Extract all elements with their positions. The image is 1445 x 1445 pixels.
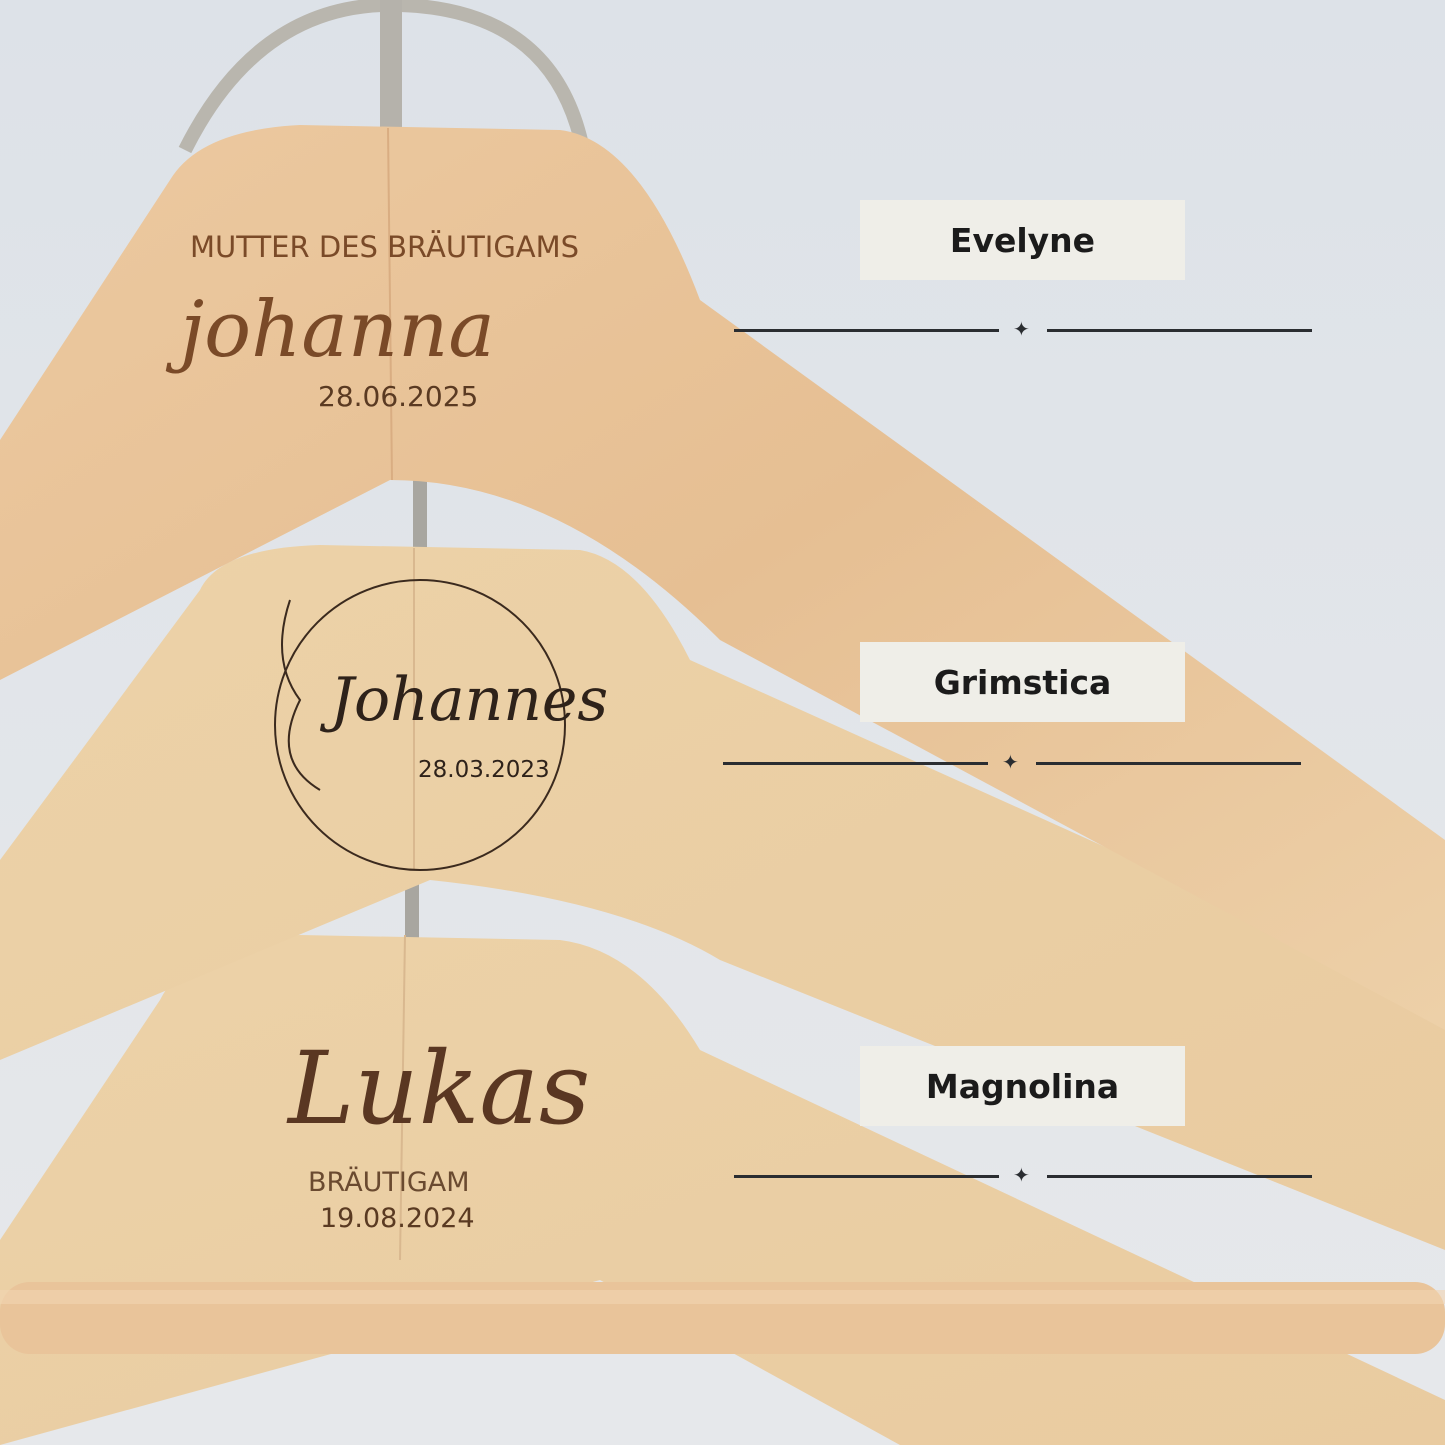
star-icon: ✦ — [1013, 319, 1030, 341]
hanger-2-date: 28.03.2023 — [418, 757, 550, 783]
hanger-1-title: MUTTER DES BRÄUTIGAMS — [190, 230, 580, 264]
hanger-3-name: Lukas — [288, 1030, 591, 1147]
engraved-circle — [274, 579, 566, 871]
hanger-1-name: johanna — [180, 285, 495, 375]
hanger-1-date: 28.06.2025 — [318, 380, 479, 413]
hanger-1 — [0, 125, 1445, 1030]
font-label-evelyne: Evelyne — [860, 200, 1185, 280]
star-icon: ✦ — [1013, 1165, 1030, 1187]
font-label-grimstica: Grimstica — [860, 642, 1185, 722]
hanger-2-name: Johannes — [330, 665, 609, 735]
hook-stem — [380, 0, 402, 140]
star-icon: ✦ — [1002, 752, 1019, 774]
divider: ✦ — [723, 752, 1301, 774]
hanger-3-date: 19.08.2024 — [320, 1203, 475, 1234]
divider: ✦ — [734, 1165, 1312, 1187]
hanger-3-role: BRÄUTIGAM — [308, 1167, 470, 1198]
divider: ✦ — [734, 319, 1312, 341]
font-label-magnolina: Magnolina — [860, 1046, 1185, 1126]
